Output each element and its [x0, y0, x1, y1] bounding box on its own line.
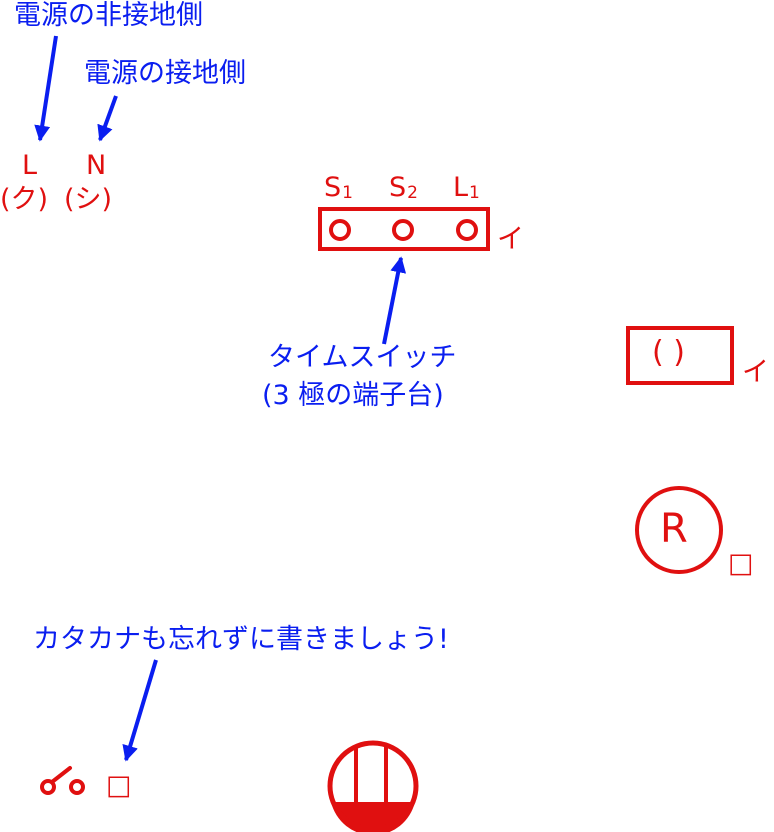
timer-terminal-block [318, 207, 490, 251]
reminder-text: カタカナも忘れずに書きましょう! [33, 624, 449, 655]
terminal-circle-icon [329, 219, 351, 241]
mark-ro-label: □ [728, 548, 754, 579]
mark-ro-label-2: □ [106, 770, 132, 801]
meter-box-icon [327, 740, 419, 832]
receptacle-icon [635, 486, 723, 574]
arrow-icon [34, 35, 58, 142]
timer-caption-subtitle: (3 極の端子台) [262, 380, 444, 411]
terminal-circle-icon [392, 219, 414, 241]
arrow-icon [122, 659, 158, 762]
timer-caption-title: タイムスイッチ [268, 342, 457, 373]
arrow-icon [97, 95, 118, 142]
terminal-l1-label: L1 [453, 172, 480, 203]
kana-ku-label: (ク) [0, 184, 49, 215]
box-paren-label: ( ) [652, 335, 685, 370]
mark-i-label-2: イ [742, 357, 769, 388]
neutral-side-label: 電源の接地側 [84, 58, 246, 89]
arrow-icon [382, 256, 407, 345]
receptacle-letter: R [660, 506, 688, 552]
terminal-l-label: L [22, 150, 38, 181]
terminal-s1-label: S1 [324, 172, 353, 203]
switch-icon [40, 766, 85, 795]
terminal-n-label: N [86, 150, 107, 181]
live-side-label: 電源の非接地側 [14, 0, 203, 31]
device-box [626, 326, 734, 385]
mark-i-label: イ [497, 224, 524, 255]
terminal-circle-icon [456, 219, 478, 241]
terminal-s2-label: S2 [389, 172, 418, 203]
kana-shi-label: (シ) [64, 184, 113, 215]
